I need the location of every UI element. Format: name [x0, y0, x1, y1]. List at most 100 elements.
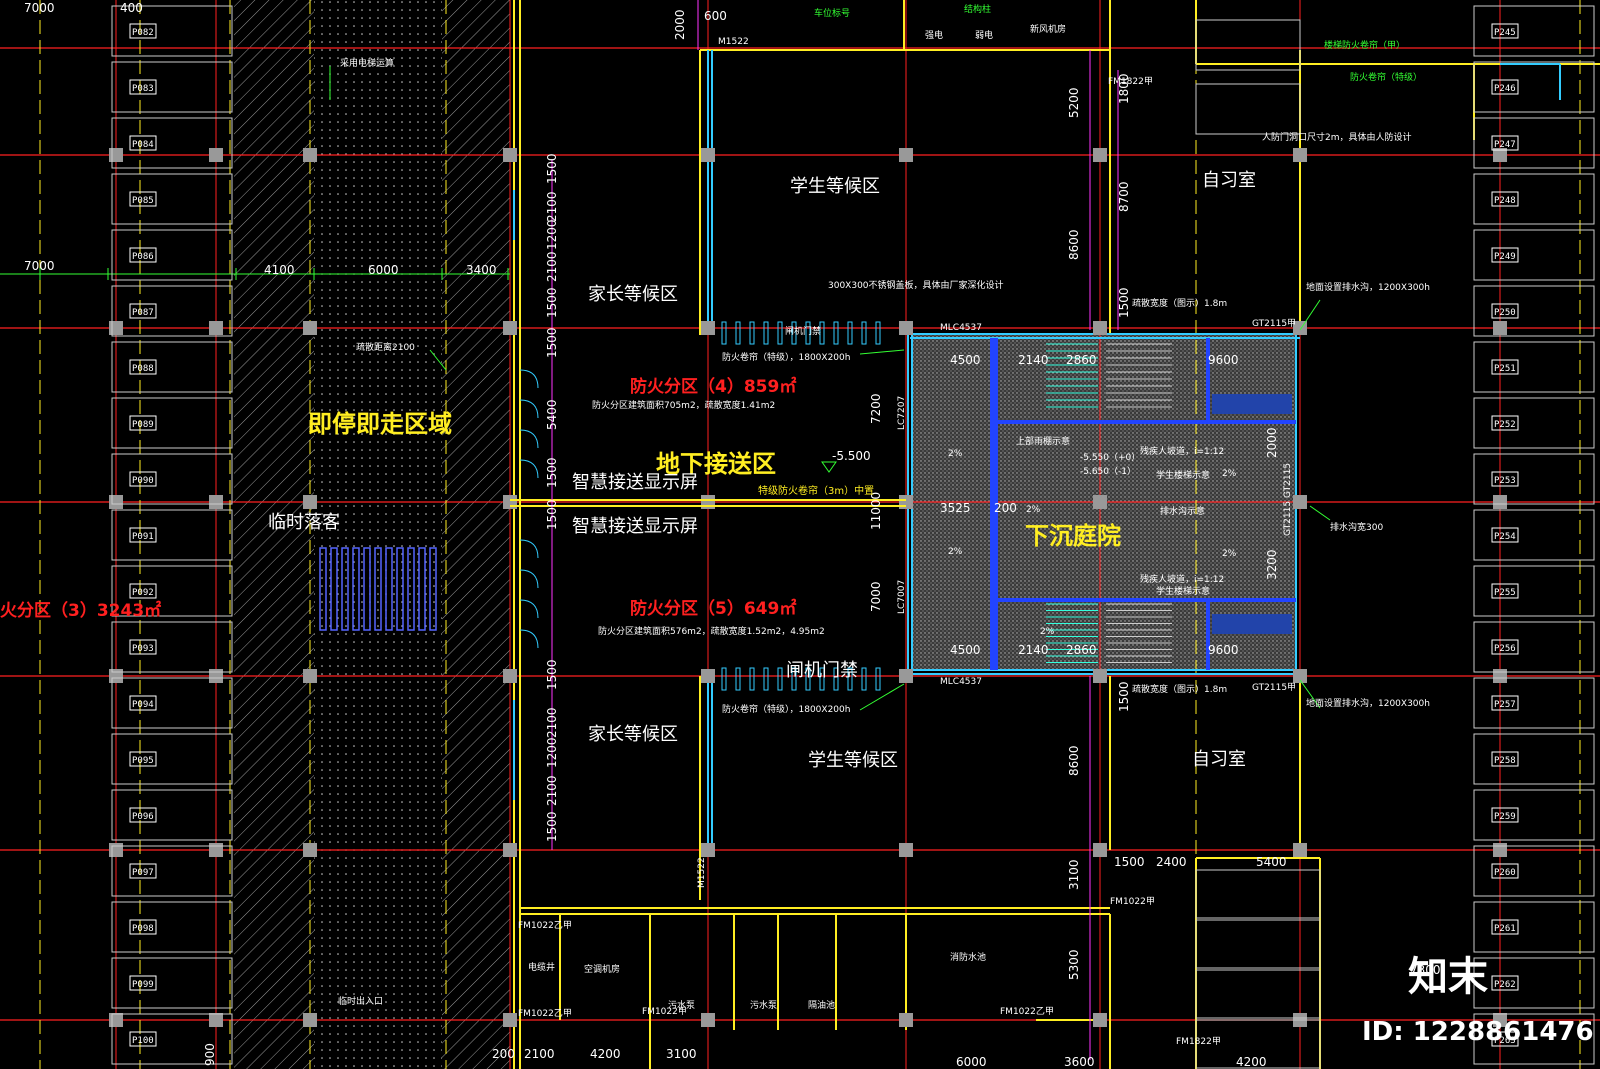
- gate-top-0: [721, 321, 727, 345]
- crosswalk-9: [418, 547, 426, 631]
- right-label-10: P255: [1494, 588, 1516, 598]
- note-26: 车位标号: [814, 7, 850, 19]
- column: [303, 843, 317, 857]
- left-tag-17: [129, 975, 157, 991]
- right-lower-stall-1: [1195, 919, 1321, 969]
- gate-bot-4: [777, 667, 783, 691]
- dim-top-left: 7000: [24, 1, 55, 15]
- left-stall-13: [111, 733, 233, 785]
- left-label-8: P090: [132, 476, 154, 486]
- dim-6000: 6000: [368, 263, 399, 277]
- gate-top-3: [763, 321, 769, 345]
- dim-v-1200a: 1200: [545, 219, 559, 250]
- dim-3100b: 3100: [666, 1047, 697, 1061]
- left-tag-8: [129, 471, 157, 487]
- door-fm2: FM1022乙甲: [518, 920, 572, 931]
- column: [503, 843, 517, 857]
- door-swing-7: [519, 629, 539, 649]
- column: [1293, 669, 1307, 683]
- dim-4500b: 4500: [950, 643, 981, 657]
- dim-6000b: 6000: [956, 1055, 987, 1069]
- crosswalk-3: [352, 547, 360, 631]
- column: [1493, 843, 1507, 857]
- right-stall-12: [1473, 677, 1595, 729]
- column: [899, 321, 913, 335]
- right-upper-stall-0: [1195, 19, 1301, 71]
- right-stall-8: [1473, 453, 1595, 505]
- left-label-9: P091: [132, 532, 154, 542]
- column: [899, 148, 913, 162]
- driveway-hatch: [234, 0, 510, 1069]
- column: [503, 1013, 517, 1027]
- left-label-17: P099: [132, 980, 154, 990]
- door-swing-1: [519, 399, 539, 419]
- ratio-3: 2%: [1026, 505, 1041, 515]
- column: [701, 321, 715, 335]
- dim-v-900: 900: [203, 1043, 217, 1066]
- column: [109, 843, 123, 857]
- dim-v-1500b: 1500: [545, 287, 559, 318]
- right-tag-3: [1491, 191, 1519, 207]
- right-tag-4: [1491, 247, 1519, 263]
- gate-bot-1: [735, 667, 741, 691]
- elevation-marker: [821, 461, 837, 473]
- right-stall-5: [1473, 285, 1595, 337]
- right-tag-14: [1491, 807, 1519, 823]
- court-band-bottom: [1212, 614, 1292, 634]
- parking-stalls: P082P083P084P085P086P087P088P089P090P091…: [111, 5, 1595, 1069]
- dim-2140b: 2140: [1018, 643, 1049, 657]
- note-23: 楼梯防火卷帘（甲）: [1324, 39, 1405, 51]
- column: [701, 1013, 715, 1027]
- gate-top-11: [875, 321, 881, 345]
- right-tag-13: [1491, 751, 1519, 767]
- left-tag-4: [129, 247, 157, 263]
- ratio-1: 2%: [948, 449, 963, 459]
- right-lower-stall-0: [1195, 869, 1321, 919]
- right-lower-stall-3: [1195, 1019, 1321, 1069]
- dim-v-1500e: 1500: [545, 499, 559, 530]
- left-stall-0: [111, 5, 233, 57]
- right-tag-6: [1491, 359, 1519, 375]
- column: [303, 148, 317, 162]
- right-tag-11: [1491, 639, 1519, 655]
- leader-1: [859, 683, 905, 711]
- study-top: 自习室: [1202, 170, 1256, 191]
- door-gt4: GT2115: [1283, 501, 1293, 536]
- gate-bot-11: [875, 667, 881, 691]
- note-5: 防火卷帘（特级），1800X200h: [722, 703, 850, 715]
- dim-2400: 2400: [1156, 855, 1187, 869]
- column: [209, 148, 223, 162]
- watermark-id: ID: 1228861476: [1362, 1017, 1594, 1047]
- smart-display-1: 智慧接送显示屏: [572, 472, 698, 493]
- right-label-8: P253: [1494, 476, 1516, 486]
- dim-left-7000: 7000: [24, 259, 55, 273]
- small-room-4: 空调机房: [584, 963, 620, 975]
- right-stall-9: [1473, 509, 1595, 561]
- column: [1493, 148, 1507, 162]
- column: [1493, 321, 1507, 335]
- left-label-7: P089: [132, 420, 154, 430]
- right-stall-10: [1473, 565, 1595, 617]
- left-stall-12: [111, 677, 233, 729]
- note-14: -5.550（+0）: [1080, 452, 1140, 463]
- elevation-label: -5.500: [832, 449, 871, 463]
- right-tag-5: [1491, 303, 1519, 319]
- dim-v-1500h: 1500: [1117, 287, 1131, 318]
- left-tag-7: [129, 415, 157, 431]
- dim-v-3200: 3200: [1265, 549, 1279, 580]
- door-swing-5: [519, 569, 539, 589]
- right-tag-18: [1491, 1031, 1519, 1047]
- door-lc2: LC7007: [897, 580, 907, 614]
- dim-9600a: 9600: [1208, 353, 1239, 367]
- door-mlc1: MLC4537: [940, 323, 982, 333]
- right-stall-11: [1473, 621, 1595, 673]
- left-tag-11: [129, 639, 157, 655]
- left-label-10: P092: [132, 588, 154, 598]
- note-18: 学生楼梯示意: [1156, 469, 1210, 481]
- column: [109, 148, 123, 162]
- column: [701, 843, 715, 857]
- left-stall-7: [111, 397, 233, 449]
- gate-bot-9: [847, 667, 853, 691]
- leader-4: [1309, 505, 1331, 521]
- left-tag-10: [129, 583, 157, 599]
